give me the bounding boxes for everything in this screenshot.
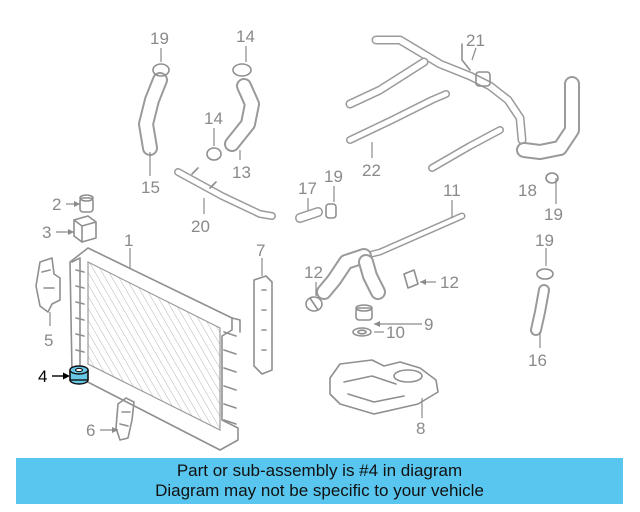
callout-19c: 19 — [544, 205, 563, 224]
pipe-assembly-21 — [345, 35, 527, 145]
callout-22: 22 — [362, 161, 381, 180]
clamp-14-mid — [206, 147, 222, 161]
callout-13: 13 — [232, 163, 251, 182]
air-guide-7 — [253, 275, 273, 375]
hose-13 — [224, 78, 260, 152]
pipe-20 — [174, 167, 276, 220]
info-banner: Part or sub-assembly is #4 in diagram Di… — [16, 458, 623, 504]
mount-bracket-3 — [73, 215, 97, 243]
callout-7: 7 — [256, 241, 265, 260]
callout-14b: 14 — [204, 109, 223, 128]
callout-20: 20 — [191, 217, 210, 236]
cap-9 — [355, 304, 373, 321]
callout-19d: 19 — [535, 231, 554, 250]
callout-21: 21 — [466, 31, 485, 50]
expansion-tank-8 — [329, 359, 439, 415]
parts-diagram: 19 14 14 13 15 20 17 19 22 21 11 18 19 1… — [35, 27, 580, 451]
clamp-19-top — [152, 63, 170, 77]
callout-19a: 19 — [150, 29, 169, 48]
callout-10: 10 — [386, 323, 405, 342]
bracket-5 — [35, 257, 61, 313]
leader-lines — [49, 46, 557, 431]
hose-17 — [295, 207, 323, 223]
callout-4: 4 — [38, 367, 47, 386]
coolant-pipe-11 — [316, 212, 466, 300]
callout-9: 9 — [424, 315, 433, 334]
radiator — [69, 247, 241, 451]
clamp-14-top — [232, 63, 252, 77]
callout-19b: 19 — [324, 167, 343, 186]
pipe-22 — [346, 90, 450, 144]
callout-17: 17 — [298, 179, 317, 198]
leader-4-active — [52, 372, 70, 380]
clamp-19-mid — [325, 203, 337, 219]
callout-12b: 12 — [440, 273, 459, 292]
callout-6: 6 — [86, 421, 95, 440]
clamp-19-right — [545, 172, 559, 184]
callout-12a: 12 — [304, 263, 323, 282]
hose-16 — [530, 284, 550, 336]
callout-14a: 14 — [236, 27, 255, 46]
clamp-12-left — [305, 296, 323, 312]
callout-3: 3 — [42, 223, 51, 242]
clamp-12-right — [403, 269, 419, 289]
callout-5: 5 — [44, 331, 53, 350]
hose-15 — [138, 72, 168, 156]
banner-line-2: Diagram may not be specific to your vehi… — [155, 481, 484, 500]
callout-2: 2 — [52, 195, 61, 214]
callout-18: 18 — [518, 181, 537, 200]
leader-arrowheads — [68, 201, 426, 433]
callout-16: 16 — [528, 351, 547, 370]
mount-bushing-2 — [79, 194, 94, 213]
banner-line-1: Part or sub-assembly is #4 in diagram — [176, 461, 463, 480]
pipe-right — [428, 126, 504, 172]
clamp-19-lower — [536, 268, 554, 280]
seal-ring-10 — [352, 327, 372, 337]
hose-18 — [516, 76, 580, 160]
callout-15: 15 — [141, 178, 160, 197]
callout-8: 8 — [416, 419, 425, 438]
callout-11: 11 — [443, 181, 461, 200]
callout-1: 1 — [124, 231, 133, 250]
grommet-4-highlighted — [69, 365, 89, 385]
